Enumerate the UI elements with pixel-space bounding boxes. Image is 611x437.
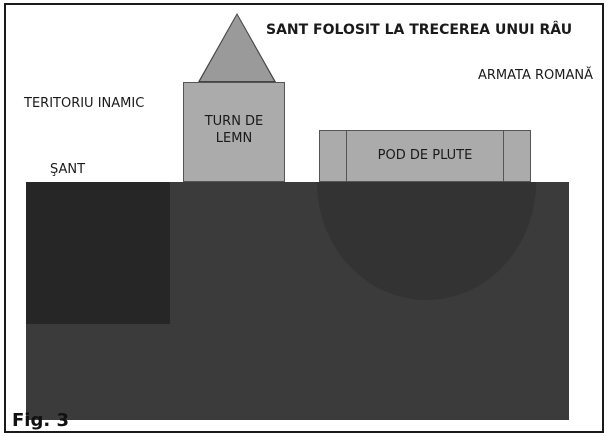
tower-label-line2: LEMN [215, 131, 253, 146]
bridge-left-divider [346, 131, 347, 181]
tower-roof [200, 15, 274, 81]
tower-label: TURN DE LEMN [184, 113, 284, 147]
raft-bridge: POD DE PLUTE [319, 130, 531, 182]
bridge-right-divider [503, 131, 504, 181]
enemy-territory-label: TERITORIU INAMIC [24, 96, 145, 111]
wooden-tower: TURN DE LEMN [183, 82, 285, 182]
ditch [26, 182, 170, 324]
ditch-label: ŞANT [50, 162, 86, 177]
diagram-title: SANT FOLOSIT LA TRECEREA UNUI RÂU [266, 22, 573, 38]
bridge-label: POD DE PLUTE [377, 148, 473, 163]
roman-army-label: ARMATA ROMANĂ [478, 68, 593, 83]
figure-label: Fig. 3 [12, 410, 69, 431]
tower-label-line1: TURN DE [204, 114, 264, 129]
